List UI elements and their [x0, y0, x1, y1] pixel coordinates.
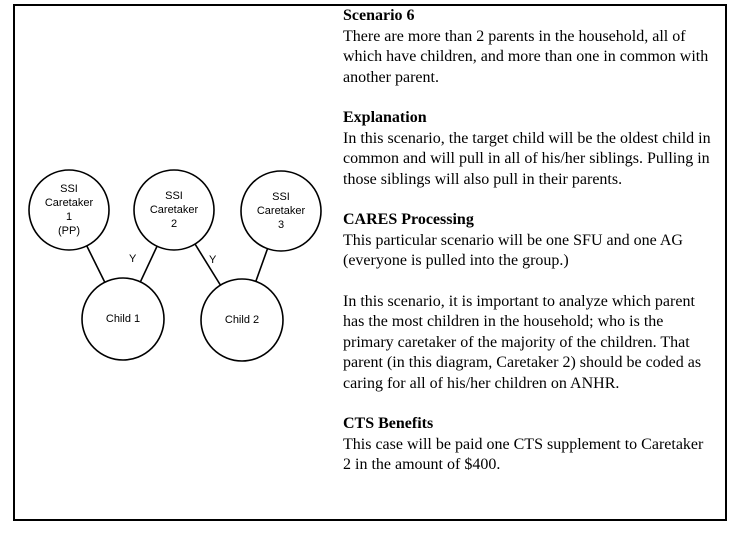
node-label-caretaker3: SSI Caretaker 3 — [256, 191, 306, 231]
node-circle-child2 — [200, 278, 284, 362]
edge-label-caretaker2-child2: Y — [209, 254, 217, 266]
section-paragraph: This case will be paid one CTS supplemen… — [343, 435, 704, 474]
section-paragraph: This particular scenario will be one SFU… — [343, 231, 683, 270]
section-paragraph: In this scenario, it is important to ana… — [343, 292, 702, 392]
section-heading-cts-benefits: CTS Benefits — [343, 415, 434, 432]
node-label-caretaker2: SSI Caretaker 2 — [149, 190, 199, 230]
node-label-child2: Child 2 — [224, 314, 260, 326]
section-heading-explanation: Explanation — [343, 109, 427, 126]
node-label-caretaker1: SSI Caretaker 1 (PP) — [44, 183, 94, 237]
edge-label-caretaker2-child1: Y — [129, 253, 137, 265]
node-circle-caretaker3 — [240, 170, 322, 252]
section-heading-cares-processing: CARES Processing — [343, 211, 474, 228]
node-label-child1: Child 1 — [105, 313, 141, 325]
node-circle-caretaker1 — [28, 169, 110, 251]
section-paragraph: There are more than 2 parents in the hou… — [343, 27, 709, 86]
section-cares-processing: CARES Processing This particular scenari… — [343, 210, 715, 394]
node-circle-caretaker2 — [133, 169, 215, 251]
scenario-text-column: Scenario 6 There are more than 2 parents… — [343, 6, 715, 476]
section-heading-scenario: Scenario 6 — [343, 7, 415, 24]
section-explanation: Explanation In this scenario, the target… — [343, 108, 715, 190]
node-circle-child1 — [81, 277, 165, 361]
section-scenario: Scenario 6 There are more than 2 parents… — [343, 6, 715, 88]
section-cts-benefits: CTS Benefits This case will be paid one … — [343, 414, 715, 476]
page-border-frame — [13, 4, 727, 521]
section-paragraph: In this scenario, the target child will … — [343, 129, 711, 188]
